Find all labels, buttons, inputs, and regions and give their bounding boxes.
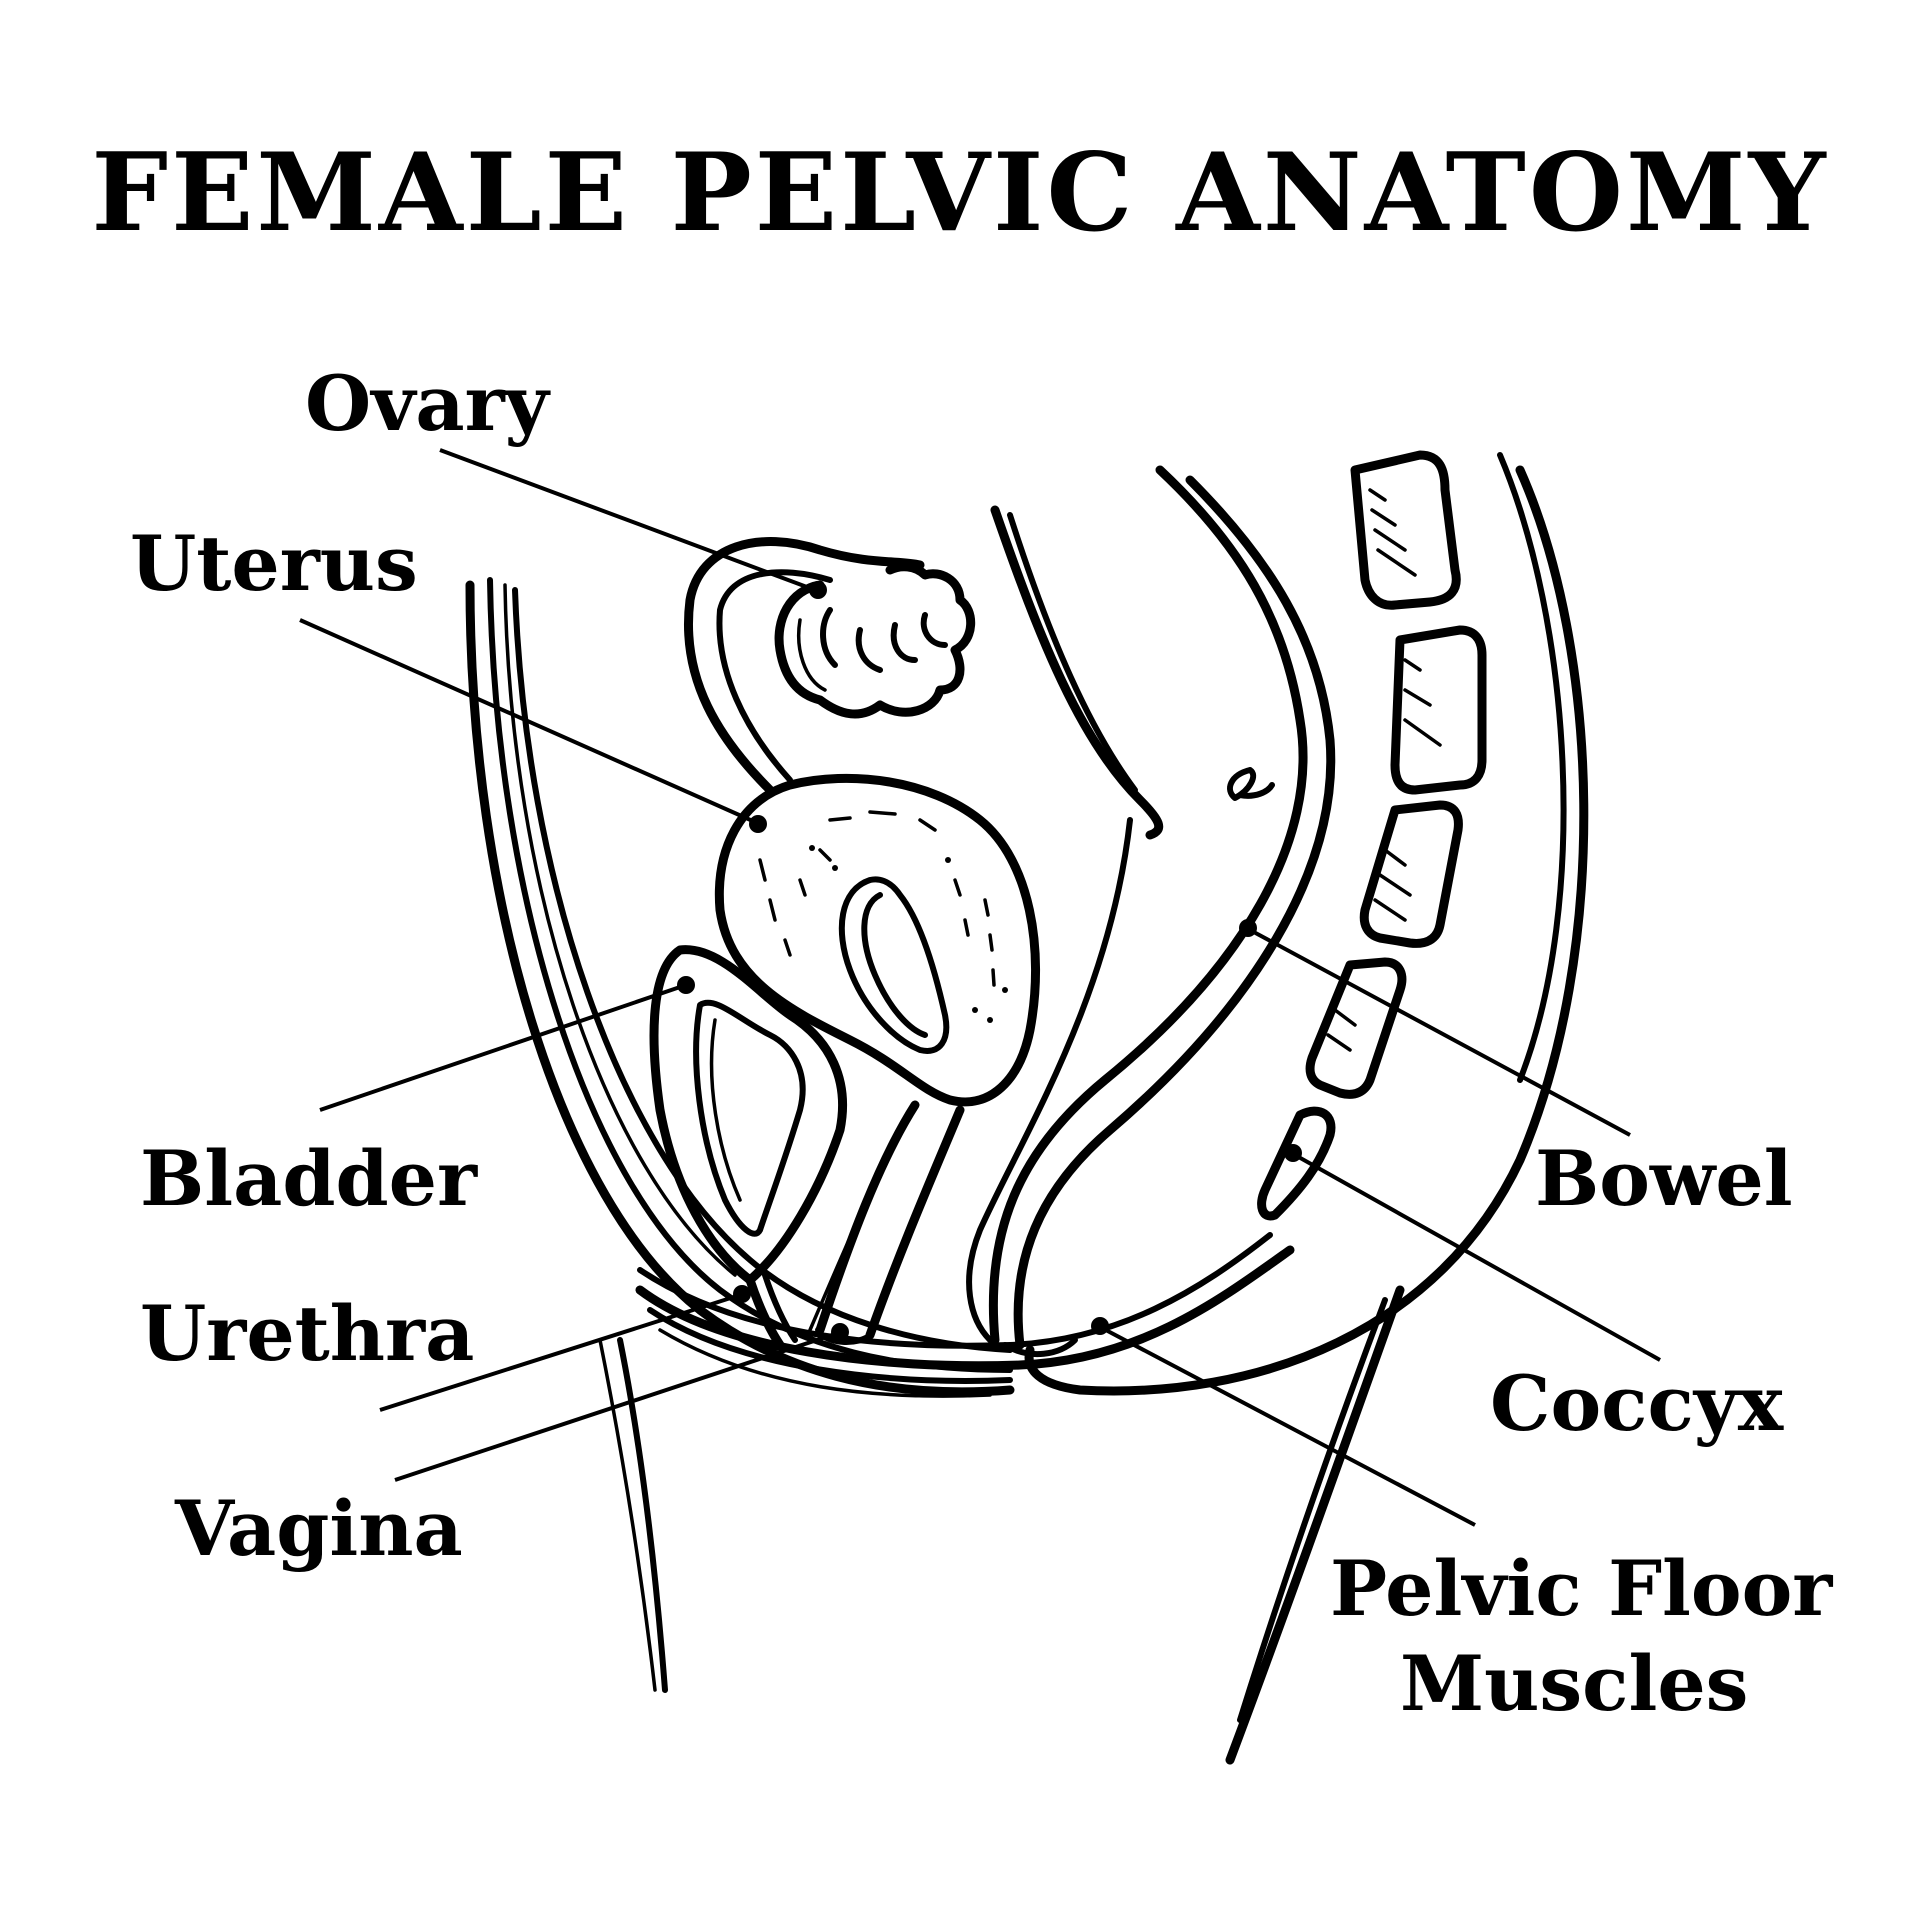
pointer-dot-urethra [733, 1285, 751, 1303]
pointer-dot-coccyx [1284, 1144, 1302, 1162]
label-bladder-text: Bladder [140, 1134, 478, 1223]
label-bowel-text: Bowel [1535, 1134, 1793, 1223]
label-bowel: Bowel [1239, 919, 1793, 1223]
abdominal-outline [966, 505, 1164, 1343]
pointer-dot-vagina [831, 1323, 849, 1341]
pointer-dot-pelvic-floor [1091, 1317, 1109, 1335]
label-coccyx-text: Coccyx [1490, 1359, 1784, 1448]
diagram-title: FEMALE PELVIC ANATOMY [91, 130, 1828, 256]
sacrum-vertebrae [1257, 450, 1487, 1221]
label-pelvic-floor-muscles: Pelvic Floor Muscles [1091, 1317, 1833, 1728]
label-uterus: Uterus [130, 519, 767, 833]
bladder [649, 945, 848, 1350]
label-pelvic-floor-line1: Pelvic Floor [1330, 1544, 1833, 1633]
labels: Ovary Uterus Bladder Urethra Vagina Bowe… [130, 359, 1833, 1728]
leader-line-bladder [319, 984, 684, 1112]
anterior-wall [465, 577, 1015, 1693]
anatomy-drawing [465, 450, 1589, 1765]
leader-line-uterus [299, 618, 756, 824]
bowel [988, 465, 1336, 1358]
label-pelvic-floor-line2: Muscles [1400, 1639, 1748, 1728]
label-ovary: Ovary [305, 359, 827, 599]
label-uterus-text: Uterus [130, 519, 418, 608]
leader-line-vagina [394, 1331, 839, 1482]
label-bladder: Bladder [140, 976, 695, 1223]
ovary [684, 537, 976, 795]
pointer-dot-ovary [809, 581, 827, 599]
label-vagina: Vagina [174, 1323, 849, 1573]
vagina [808, 1100, 965, 1345]
leader-line-ovary [439, 448, 816, 592]
pointer-dot-uterus [749, 815, 767, 833]
leader-line-bowel [1249, 928, 1631, 1137]
pelvic-floor-muscles [635, 1232, 1295, 1398]
leader-line-urethra [379, 1293, 741, 1412]
posterior-wall [1024, 452, 1589, 1765]
leader-line-pelvic-floor [1101, 1326, 1476, 1527]
label-vagina-text: Vagina [174, 1484, 463, 1573]
leader-line-coccyx [1294, 1153, 1661, 1362]
label-urethra: Urethra [140, 1285, 751, 1412]
label-ovary-text: Ovary [305, 359, 551, 448]
uterus [714, 773, 1041, 1107]
pointer-dot-bowel [1239, 919, 1257, 937]
label-coccyx: Coccyx [1284, 1144, 1784, 1448]
label-urethra-text: Urethra [140, 1289, 474, 1378]
pointer-dot-bladder [677, 976, 695, 994]
